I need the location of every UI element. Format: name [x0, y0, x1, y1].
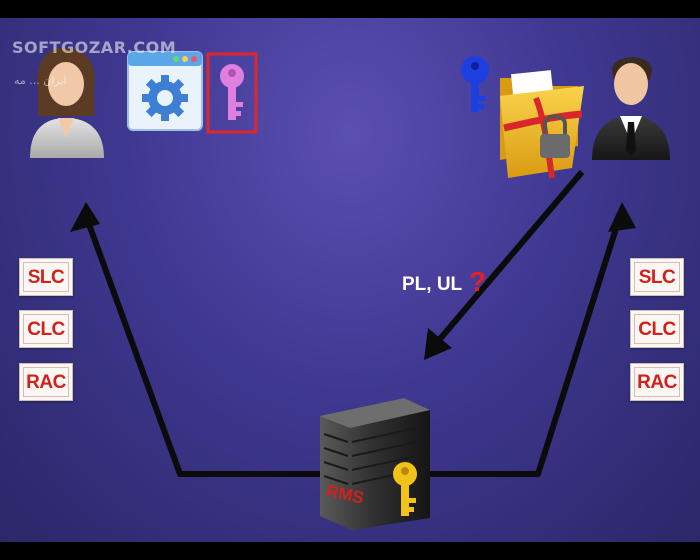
- diagram-scene: RMS SOFTGOZAR.COM ایران ... مه SLC CLC R…: [0, 18, 700, 542]
- question-mark: ?: [469, 266, 487, 297]
- locked-folder-icon: [500, 70, 584, 179]
- settings-window-icon: [127, 51, 203, 131]
- transfer-label: PL, UL: [402, 274, 463, 295]
- left-cert-slc: SLC: [19, 258, 73, 296]
- right-cert-rac: RAC: [630, 363, 684, 401]
- diagram-graphics: RMS: [30, 47, 670, 530]
- right-flow-arrow: [430, 202, 636, 477]
- blue-key-icon: [461, 56, 489, 112]
- female-user-icon: [30, 47, 104, 158]
- watermark: SOFTGOZAR.COM: [12, 38, 177, 57]
- left-cert-clc: CLC: [19, 310, 73, 348]
- left-cert-rac: RAC: [19, 363, 73, 401]
- right-cert-slc: SLC: [630, 258, 684, 296]
- male-user-icon: [592, 57, 670, 160]
- gold-key-icon: [393, 462, 417, 516]
- request-arrow: [424, 170, 585, 360]
- pink-key-icon: [206, 52, 258, 134]
- left-flow-arrow: [70, 202, 330, 477]
- right-cert-clc: CLC: [630, 310, 684, 348]
- letterbox-bottom: [0, 542, 700, 560]
- letterbox-top: [0, 0, 700, 18]
- watermark-subtext: ایران ... مه: [14, 74, 67, 87]
